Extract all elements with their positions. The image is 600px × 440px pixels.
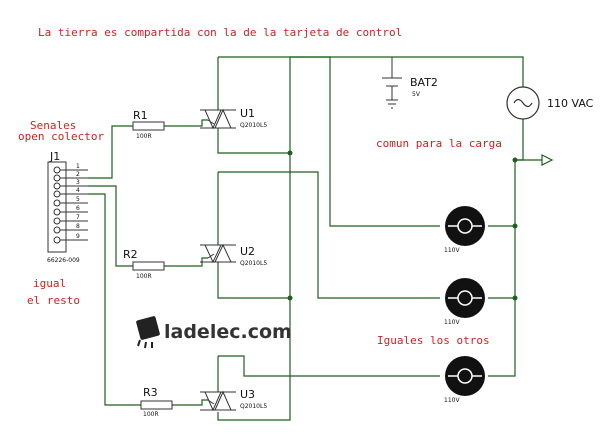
bat2-ref: BAT2 (410, 76, 438, 89)
chip-icon (136, 316, 160, 349)
pin-7: 7 (76, 214, 80, 221)
wires (88, 56, 542, 421)
r3-value: 100R (143, 411, 159, 418)
u1-part: Q2010L5 (240, 122, 267, 129)
j1-ref: J1 (49, 150, 60, 163)
ground-arrow-icon (541, 154, 554, 166)
r3-ref: R3 (143, 386, 158, 399)
resistor-r2: R2 100R (123, 248, 165, 280)
pin-9: 9 (76, 233, 80, 240)
resistor-r1: R1 100R (132, 109, 165, 140)
ac-source: 110 VAC (506, 86, 594, 120)
battery-bat2: BAT2 5V (382, 57, 438, 109)
watermark: ladelec.com (136, 316, 292, 349)
connector-j1: J1 1 2 3 4 5 6 7 8 9 66226-009 (47, 150, 88, 264)
source-value: 110 VAC (547, 97, 594, 110)
watermark-text: ladelec.com (164, 321, 292, 343)
bat2-value: 5V (412, 91, 421, 98)
triac-u3: U3 Q2010L5 (200, 388, 267, 412)
r2-value: 100R (136, 273, 152, 280)
resistor-r3: R3 100R (140, 386, 173, 418)
r1-value: 100R (136, 133, 152, 140)
pin-1: 1 (76, 163, 80, 170)
lamp-3: 110V (444, 356, 485, 404)
triac-u2: U2 Q2010L5 (200, 243, 267, 267)
pin-5: 5 (76, 196, 80, 203)
signals-note-1: Senales (30, 119, 76, 132)
sine-icon (513, 98, 533, 108)
j1-part: 66226-009 (47, 257, 80, 264)
u3-part: Q2010L5 (240, 403, 267, 410)
r2-ref: R2 (123, 248, 138, 261)
common-note: comun para la carga (376, 137, 502, 150)
u2-ref: U2 (240, 245, 255, 258)
lamp-2-value: 110V (444, 319, 460, 326)
same-rest-note-1: igual (33, 277, 66, 290)
same-others-note: Iguales los otros (377, 334, 490, 347)
u1-ref: U1 (240, 107, 255, 120)
lamp-2: 110V (444, 278, 485, 326)
triac-u1: U1 Q2010L5 (200, 107, 267, 130)
u3-ref: U3 (240, 388, 255, 401)
lamp-1-value: 110V (444, 247, 460, 254)
pin-6: 6 (76, 205, 80, 212)
signals-note-2: open colector (18, 130, 104, 143)
title-note: La tierra es compartida con la de la tar… (38, 26, 402, 39)
lamp-3-value: 110V (444, 397, 460, 404)
pin-3: 3 (76, 179, 80, 186)
pin-2: 2 (76, 171, 80, 178)
r1-ref: R1 (133, 109, 148, 122)
junctions (287, 150, 518, 301)
u2-part: Q2010L5 (240, 260, 267, 267)
pin-8: 8 (76, 223, 80, 230)
lamp-1: 110V (444, 206, 485, 254)
pin-4: 4 (76, 187, 80, 194)
same-rest-note-2: el resto (27, 294, 80, 307)
